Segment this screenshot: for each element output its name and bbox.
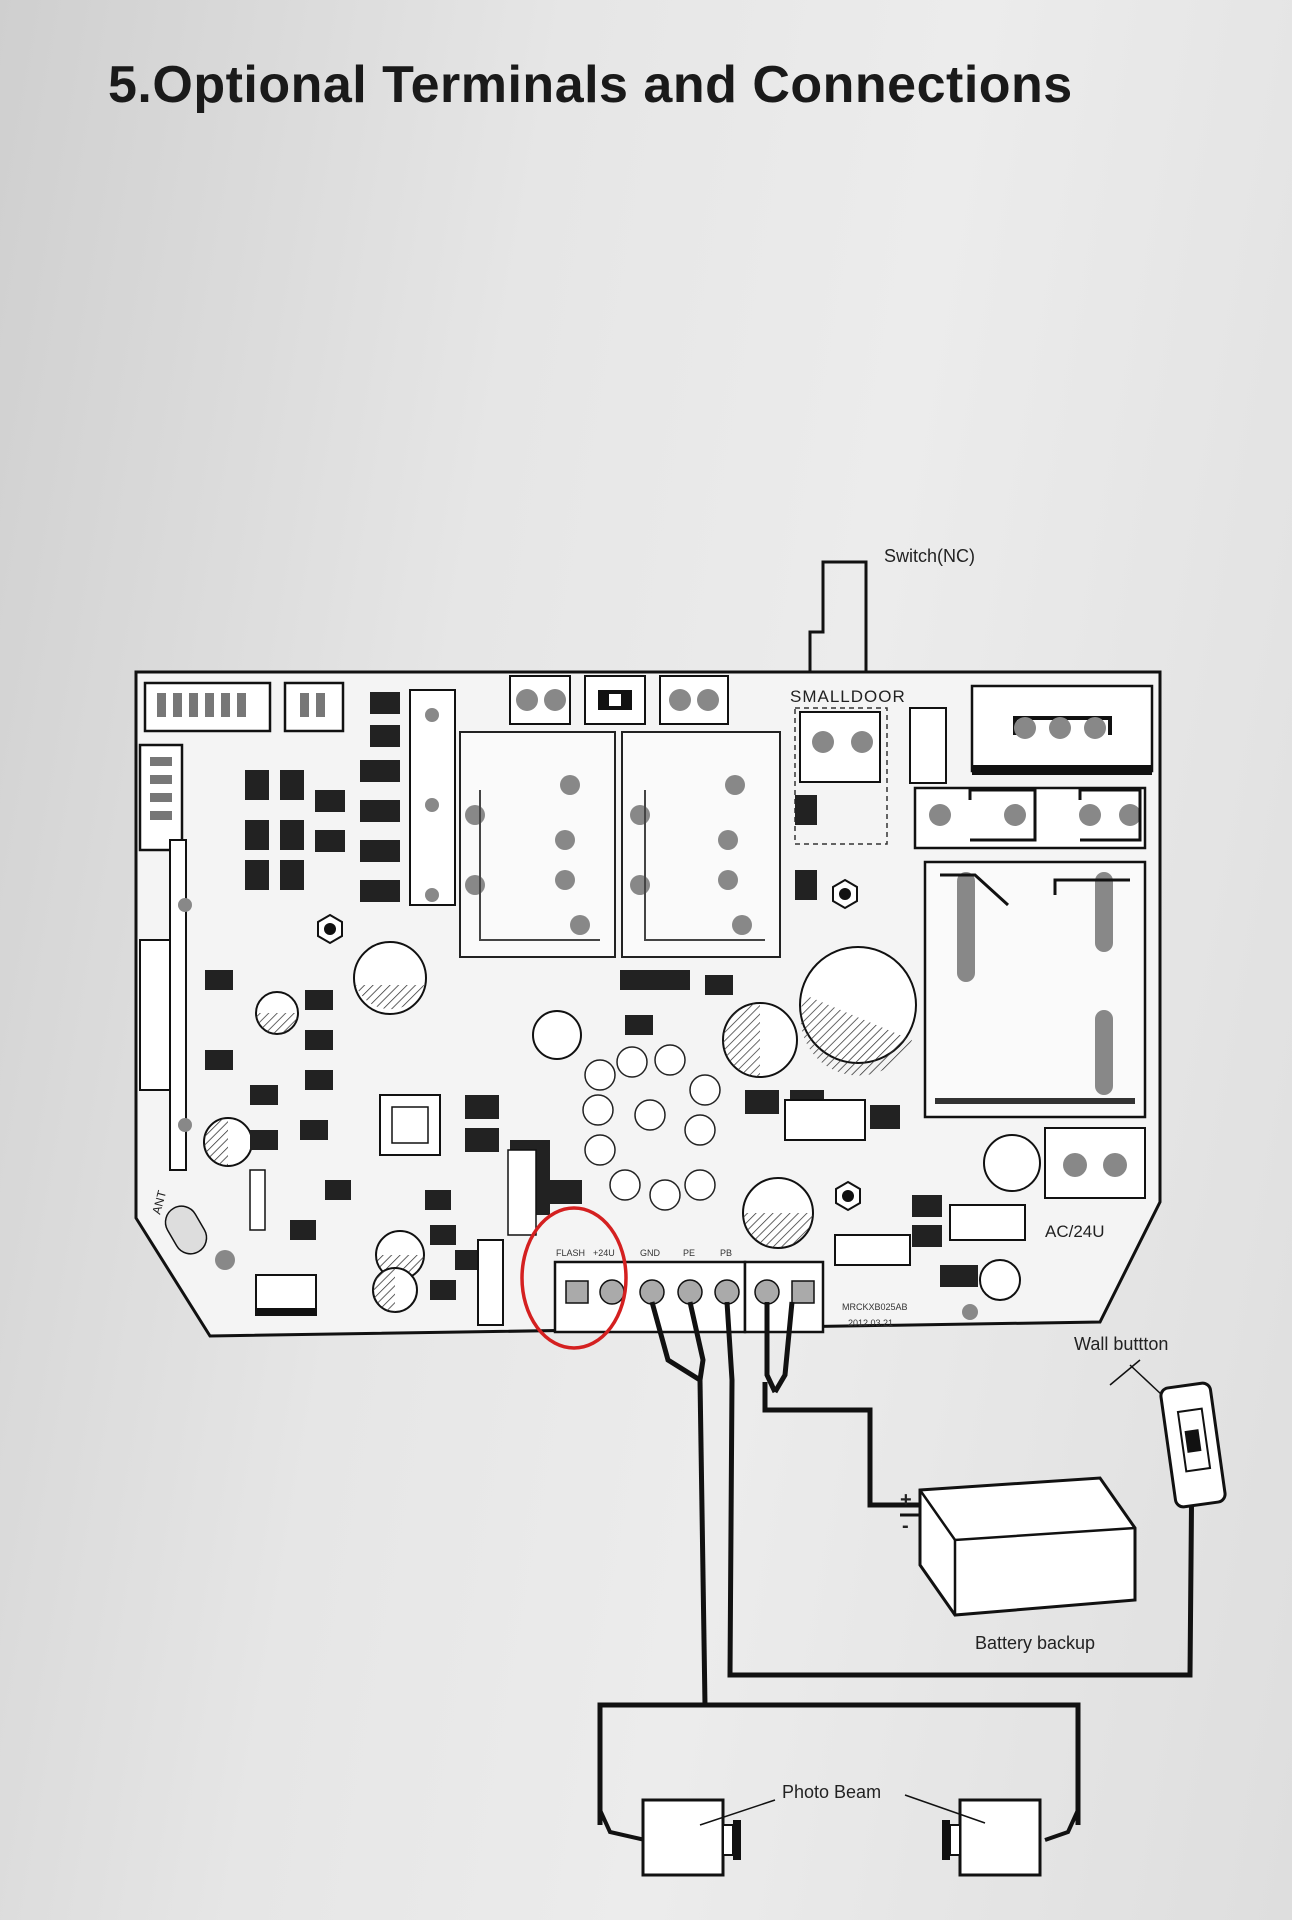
page-title: 5.Optional Terminals and Connections [108, 56, 1073, 114]
smalldoor-label: SMALLDOOR [790, 687, 906, 706]
terminal-label-gnd: GND [640, 1248, 661, 1258]
photo-beam: Photo Beam [641, 1782, 1042, 1877]
wall-button-label: Wall buttton [1074, 1334, 1168, 1354]
pcb-board: SMALLDOOR [134, 670, 1162, 1338]
terminal-block: FLASH +24U GND PE PB [553, 1248, 825, 1334]
battery-label: Battery backup [975, 1633, 1095, 1653]
battery-minus: - [902, 1515, 909, 1537]
board-model: MRCKXB025AB [842, 1302, 908, 1312]
board-date: 2012.03.21 [848, 1318, 893, 1328]
terminal-label-pe: PE [683, 1248, 695, 1258]
terminal-label-flash: FLASH [556, 1248, 585, 1258]
battery-backup: + - Battery backup [900, 1476, 1137, 1653]
power-input-label: AC/24U [1045, 1222, 1105, 1241]
terminal-label-pb: PB [720, 1248, 732, 1258]
battery-plus: + [900, 1489, 912, 1511]
antenna-label: ANT [149, 1188, 169, 1215]
nc-switch: Switch(NC) [808, 546, 975, 742]
photo-beam-label: Photo Beam [782, 1782, 881, 1802]
highlight-circle [520, 1206, 628, 1350]
terminal-label-24v: +24U [593, 1248, 615, 1258]
switch-label: Switch(NC) [884, 546, 975, 566]
wall-button: Wall buttton [1074, 1334, 1227, 1509]
wiring [597, 1301, 1195, 1825]
trimmer-component [317, 878, 861, 1212]
